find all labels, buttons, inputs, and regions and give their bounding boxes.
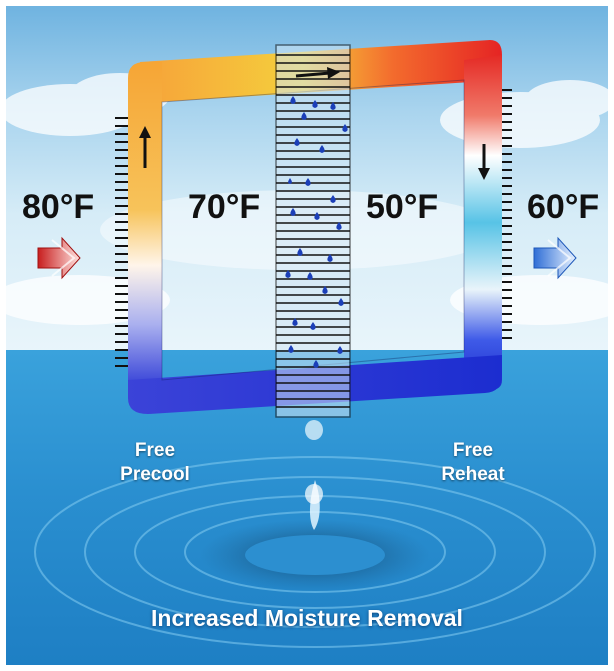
cooling-coil-fins [276, 54, 350, 408]
splash-center [245, 535, 385, 575]
outside-air-temperature: 80°F [22, 188, 95, 226]
free-precool-line1: Free [134, 440, 176, 461]
flow-down-arrow-icon [478, 144, 490, 180]
caption: Increased Moisture Removal [151, 605, 463, 631]
inflow-arrow-icon [37, 236, 81, 280]
precooled-temperature: 70°F [188, 188, 261, 226]
free-precool-label: Free Precool [110, 439, 200, 487]
free-reheat-line2: Reheat [441, 464, 505, 485]
free-reheat-label: Free Reheat [428, 439, 518, 487]
outflow-arrow-icon [533, 236, 577, 280]
flow-right-arrow-icon [295, 67, 340, 79]
falling-droplet-icon [305, 420, 323, 440]
condensate-droplets [285, 96, 348, 368]
reheated-temperature: 60°F [527, 188, 600, 226]
flow-up-arrow-icon [139, 126, 151, 168]
cooled-temperature: 50°F [366, 188, 439, 226]
free-precool-line2: Precool [120, 464, 190, 485]
free-reheat-line1: Free [452, 440, 494, 461]
